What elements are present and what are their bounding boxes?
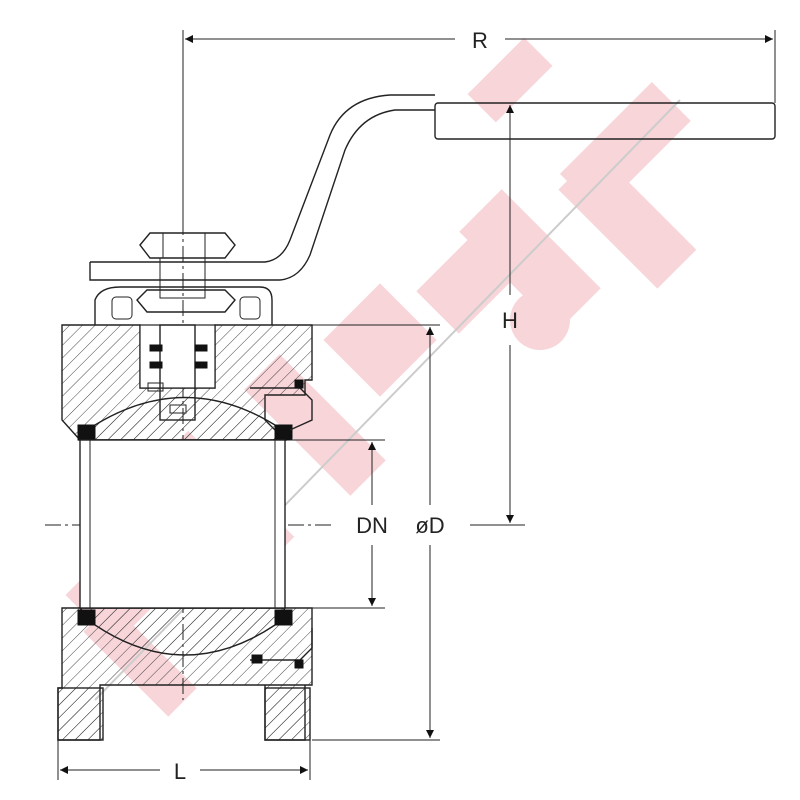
dim-dn-label: DN [356,513,388,538]
valve-body [57,324,313,741]
dimension-h: H [470,105,525,526]
stem-nut [139,232,236,299]
bonnet [94,286,273,325]
watermark-logo [65,37,697,717]
dimension-l: L [57,740,311,784]
dimension-dn: DN [290,439,388,609]
handle-lever [89,94,776,281]
dim-od-label: øD [415,513,444,538]
dimension-od: øD [312,324,445,741]
dim-r-label: R [472,28,488,53]
dimension-r: R [182,28,776,225]
dim-l-label: L [174,759,186,784]
dim-h-label: H [502,308,518,333]
